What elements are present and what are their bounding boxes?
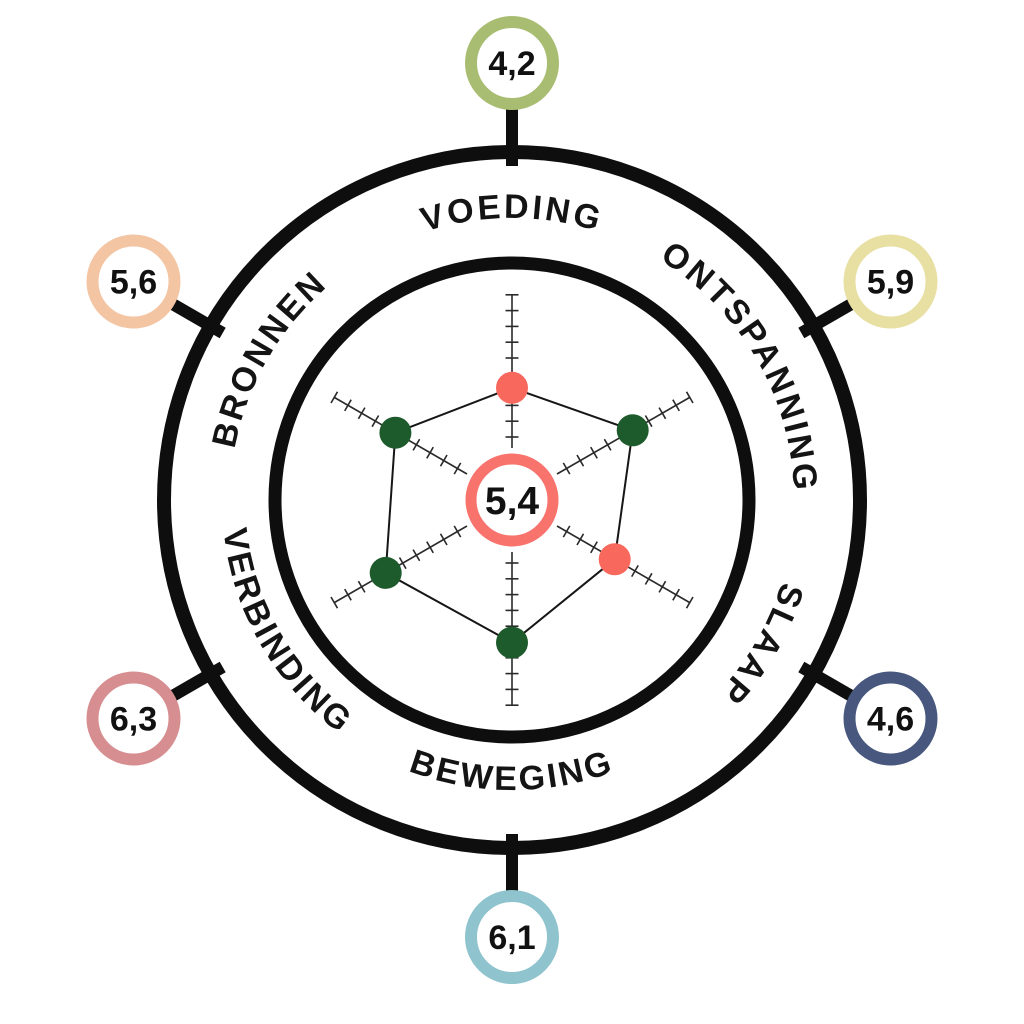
score-badge-ring [86,671,181,766]
tick-mark [426,541,434,554]
data-dot [496,371,528,404]
tick-mark [330,391,339,404]
data-dot [379,416,412,449]
tick-mark [398,557,407,570]
tick-mark [576,533,585,546]
tick-mark [344,399,352,412]
axis-label: VOEDING [416,188,607,240]
data-dot [369,556,402,589]
badge-stub [167,661,226,703]
radar-dots [369,371,649,659]
tick-mark [576,454,585,467]
tick-mark [357,407,366,420]
score-badge-value: 6,1 [488,919,535,957]
score-badges: 4,2 5,9 4,6 6,1 6,3 5,6 [86,16,938,984]
score-badge-ring [465,890,559,984]
data-dot [616,414,649,447]
tick-mark [631,564,639,578]
tick-mark [562,462,571,475]
data-dot [598,543,631,576]
tick-mark [672,588,680,601]
tick-mark [658,407,667,420]
tick-mark [412,549,421,562]
inner-ring [268,256,756,744]
tick-mark [453,462,462,475]
score-badge-value: 6,3 [110,701,157,739]
tick-mark [590,541,598,554]
tick-mark [672,399,680,412]
spoke-line [333,525,468,604]
center-badge-value: 5,4 [485,480,540,523]
badge-stub [798,297,857,339]
badge-stubs [167,106,857,894]
tick-mark [644,415,653,428]
axis-label: BEWEGING [405,743,618,799]
tick-mark [453,525,462,538]
tick-mark [412,438,421,451]
tick-mark [685,391,694,404]
score-badge-value: 5,9 [867,264,914,302]
score-badge-ring [843,234,938,329]
score-badge-value: 4,6 [867,701,914,739]
tick-mark [439,533,448,546]
center-badge-ring [465,453,559,547]
tick-mark [603,438,612,451]
tick-mark [426,446,434,459]
tick-mark [644,572,653,585]
score-badge-ring [86,234,181,329]
score-badge-ring [465,16,559,110]
badge-stub [167,297,226,339]
tick-mark [357,580,366,593]
tick-mark [658,580,667,593]
tick-mark [439,454,448,467]
score-badge-ring [843,671,938,766]
tick-mark [590,446,598,459]
center-score-badge: 5,4 [465,453,559,547]
data-dot [496,626,528,659]
badge-stub [798,661,857,703]
tick-mark [344,588,352,601]
tick-mark [562,525,571,538]
tick-mark [371,415,380,428]
tick-mark [685,596,694,609]
score-badge-value: 4,2 [488,45,535,83]
score-badge-value: 5,6 [110,264,157,302]
tick-mark [330,596,339,609]
